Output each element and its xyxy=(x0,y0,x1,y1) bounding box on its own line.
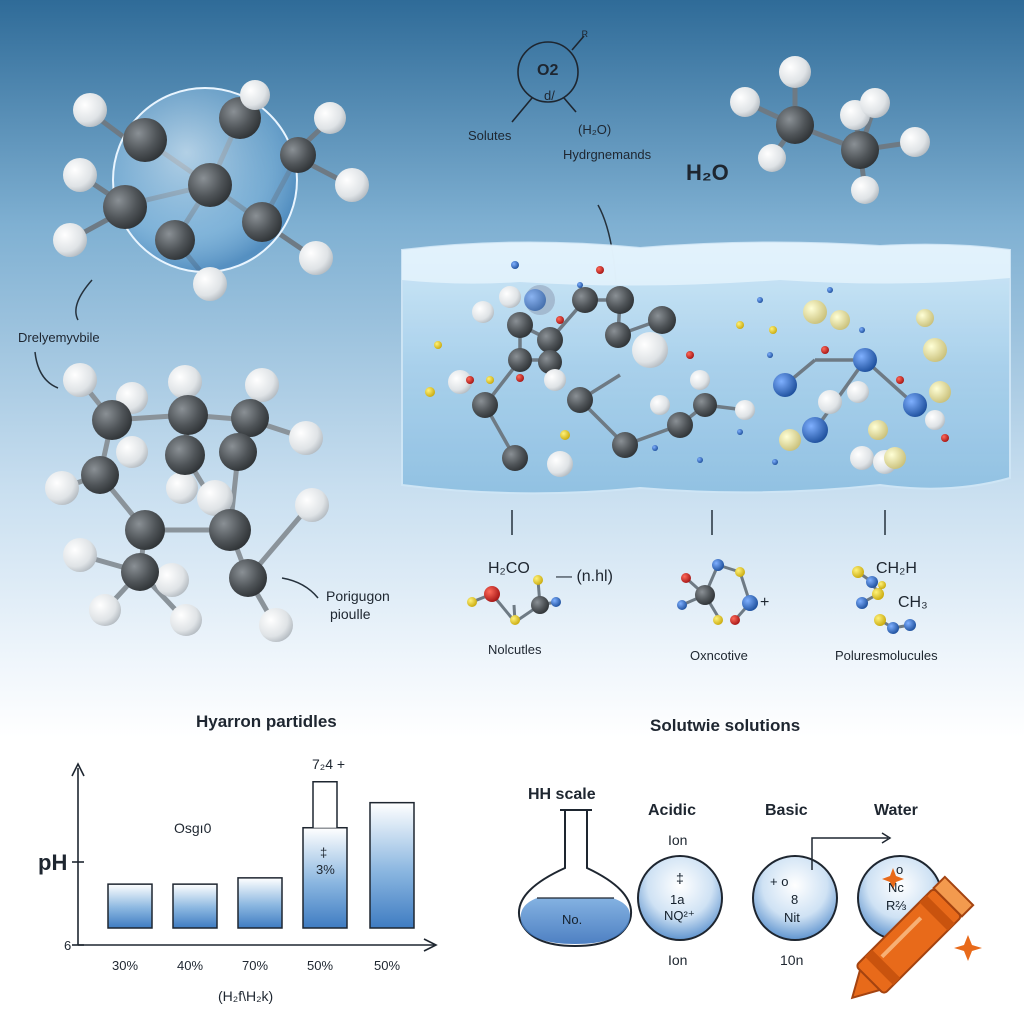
scale-label: HH scale xyxy=(528,786,596,803)
chart-title: Hyarron partidles xyxy=(196,712,337,731)
circle-3-header: Water xyxy=(874,802,918,819)
h2o-big-label: H₂O xyxy=(686,160,729,185)
basic-arrow xyxy=(811,832,892,870)
circle-1-subheader: Ion xyxy=(668,832,688,848)
x-tick-4: 50% xyxy=(307,958,334,973)
chart-bars xyxy=(107,780,415,929)
circle-1-header: Acidic xyxy=(648,802,697,819)
x-tick-2: 40% xyxy=(177,958,204,973)
circle-3-line3: R⅔ xyxy=(886,898,907,913)
molecule-3-caption: Poluresmolucules xyxy=(835,648,938,663)
ethane-atoms xyxy=(730,56,930,204)
bar-1 xyxy=(107,883,153,929)
flask-label: No. xyxy=(562,912,583,927)
hydrogen-label: Hydrgnemands xyxy=(563,147,652,162)
o2-diagram xyxy=(511,35,585,123)
molecule-1-extra: — (n.hl) xyxy=(556,568,613,585)
y-axis-origin: 6 xyxy=(64,938,72,953)
tank-atoms xyxy=(425,261,951,477)
molecule-1-caption: Nolcutles xyxy=(488,642,542,657)
circle-1-line2: 1a xyxy=(670,892,685,907)
circle-3-line1: o xyxy=(896,862,904,877)
y-axis-label: pH xyxy=(38,850,68,875)
bar-2 xyxy=(172,883,218,929)
bar-4-neck xyxy=(303,780,347,829)
molecule-2-extra: + xyxy=(760,594,770,611)
circle-3-line2: Nc xyxy=(888,880,904,895)
x-tick-1: 30% xyxy=(112,958,139,973)
porion-label-line2: pioulle xyxy=(330,606,371,622)
circle-2-header: Basic xyxy=(765,802,808,819)
cage-atoms xyxy=(45,363,329,642)
circle-1-line1: ‡ xyxy=(676,870,684,886)
ethane-molecule xyxy=(743,72,916,191)
circle-1-line3: NQ²⁺ xyxy=(664,908,695,923)
chart-annotation-top: 7₂4 + xyxy=(312,756,346,772)
bar-4 xyxy=(302,826,348,929)
x-tick-3: 70% xyxy=(242,958,269,973)
bar4-inner-line2: 3% xyxy=(316,862,335,877)
bubble-atoms xyxy=(53,80,369,301)
bar-3 xyxy=(237,877,283,929)
x-axis-label: (H₂f\H₂k) xyxy=(218,988,274,1004)
circle-1-footer: Ion xyxy=(668,952,688,968)
circle-2-line3: Nit xyxy=(784,910,800,925)
circle-2-footer: 10n xyxy=(780,952,804,968)
x-tick-5: 50% xyxy=(374,958,401,973)
water-tank xyxy=(401,241,1011,495)
o2-label: O2 xyxy=(537,62,559,79)
tank-callouts xyxy=(511,510,886,535)
molecule-3-extra: CH₃ xyxy=(898,594,928,611)
flask xyxy=(518,809,633,948)
circle-2-line1: + o xyxy=(770,874,789,889)
h2o-paren-label: (H₂O) xyxy=(578,122,612,137)
molecule-2-caption: Oxncotive xyxy=(690,648,748,663)
molecule-1-formula: H₂CO xyxy=(488,560,530,577)
left-molecule-label: Drelyemyvbile xyxy=(18,330,100,345)
chart-annotation-mid: Osgı0 xyxy=(174,820,212,836)
molecule-3-formula: CH₂H xyxy=(876,560,917,577)
solutes-label: Solutes xyxy=(468,128,512,143)
sparkle-icon xyxy=(882,868,982,961)
chart-axes xyxy=(71,762,438,952)
crayon-icon xyxy=(850,875,975,1000)
circle-2-line2: 8 xyxy=(791,892,799,907)
o2-sub: d/ xyxy=(544,88,555,103)
porion-label-line1: Porigugon xyxy=(326,588,390,604)
bar-5 xyxy=(369,801,415,929)
solutions-title: Solutwie solutions xyxy=(650,716,801,735)
o2-mark: ᴿ xyxy=(582,28,588,43)
bar4-inner-line1: ‡ xyxy=(320,845,328,860)
